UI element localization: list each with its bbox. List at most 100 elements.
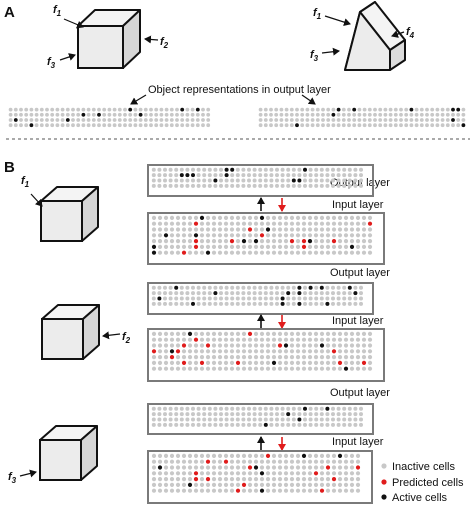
inactive-cell [275,173,279,178]
inactive-cell [347,123,351,128]
inactive-cell [163,366,169,371]
inactive-cell [280,178,285,183]
inactive-cell [303,173,307,178]
active-cell [456,107,461,112]
inactive-cell [133,107,138,112]
inactive-cell [337,250,343,255]
inactive-cell [241,412,246,417]
inactive-cell [187,337,193,342]
inactive-cell [181,244,187,249]
inactive-cell [205,331,211,336]
inactive-cell [277,331,283,336]
inactive-cell [157,250,163,255]
inactive-cell [157,343,163,348]
inactive-cell [331,167,335,172]
inactive-cell [193,227,199,232]
inactive-cell [219,422,223,427]
inactive-cell [456,123,461,128]
inactive-cell [206,107,211,112]
input-layer-cells-3 [151,453,361,493]
inactive-cell [133,112,138,117]
inactive-cell [263,167,268,172]
inactive-cell [343,465,349,470]
predicted-cell [181,360,187,365]
active-cell [451,107,455,112]
inactive-cell [456,118,461,122]
inactive-cell [393,118,398,122]
inactive-cell [229,250,235,255]
inactive-cell [205,465,211,470]
inactive-cell [325,331,331,336]
inactive-cell [315,118,320,122]
inactive-cell [277,360,283,365]
inactive-cell [319,250,325,255]
inactive-cell [295,215,301,220]
inactive-cell [175,337,181,342]
inactive-cell [164,118,169,122]
inactive-cell [367,227,373,232]
inactive-cell [355,331,361,336]
inactive-cell [107,123,112,128]
inactive-cell [414,123,419,128]
inactive-cell [307,233,313,238]
inactive-cell [331,107,336,112]
inactive-cell [349,239,355,244]
predicted-cell [181,343,187,348]
inactive-cell [331,482,337,487]
inactive-cell [263,112,268,117]
inactive-cell [174,167,179,172]
inactive-cell [362,123,367,128]
active-cell [343,366,349,371]
inactive-cell [355,239,361,244]
inactive-cell [60,118,65,122]
active-cell [409,107,414,112]
inactive-cell [337,355,343,360]
svg-text:f3: f3 [310,49,319,63]
inactive-cell [181,233,187,238]
predicted-cell [265,453,271,458]
inactive-cell [277,366,283,371]
wedge-label-2: f3 [310,47,340,63]
inactive-cell [359,301,363,306]
inactive-cell [181,465,187,470]
inactive-cell [230,291,235,296]
inactive-cell [313,459,319,464]
inactive-cell [247,349,253,354]
inactive-cell [169,244,175,249]
inactive-cell [378,118,383,122]
inactive-cell [355,477,361,482]
inactive-cell [211,215,217,220]
inactive-cell [247,355,253,360]
inactive-cell [259,459,265,464]
inactive-cell [343,250,349,255]
inactive-cell [341,112,346,117]
inactive-cell [355,360,361,365]
cube-a [77,9,141,69]
inactive-cell [274,107,279,112]
inactive-cell [342,412,347,417]
active-cell [337,453,343,458]
inactive-cell [157,285,162,290]
inactive-cell [300,107,305,112]
inactive-cell [193,349,199,354]
inactive-cell [157,239,163,244]
inactive-cell [163,239,169,244]
inactive-cell [211,227,217,232]
inactive-cell [349,488,355,493]
inactive-cell [181,366,187,371]
inactive-cell [151,337,157,342]
inactive-cell [229,355,235,360]
inactive-cell [252,301,257,306]
active-cell [151,244,157,249]
inactive-cell [269,173,274,178]
inactive-cell [229,337,235,342]
inactive-cell [163,355,169,360]
inactive-cell [271,349,277,354]
inactive-cell [361,355,367,360]
inactive-cell [445,123,450,128]
inactive-cell [359,412,363,417]
inactive-cell [313,227,319,232]
inactive-cell [310,123,315,128]
inactive-cell [269,406,274,411]
inactive-cell [295,118,299,122]
